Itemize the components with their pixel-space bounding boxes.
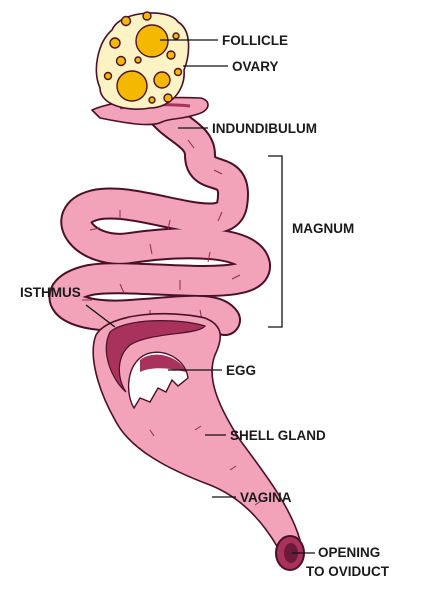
label-ovary: OVARY [232, 59, 279, 74]
follicle-medium [154, 72, 170, 88]
label-opening-line1: OPENING [318, 545, 380, 560]
label-follicle: FOLLICLE [222, 33, 288, 48]
label-opening-line2: TO OVIDUCT [306, 564, 390, 579]
follicle-large-top [136, 25, 168, 57]
ovary [96, 12, 188, 109]
magnum-tube [64, 110, 255, 320]
label-vagina: VAGINA [240, 490, 292, 505]
magnum-bracket [268, 156, 282, 327]
follicle-large-bottom [117, 71, 147, 101]
label-egg: EGG [226, 363, 256, 378]
label-isthmus: ISTHMUS [20, 285, 81, 300]
label-shell-gland: SHELL GLAND [230, 428, 326, 443]
label-infundibulum: INDUNDIBULUM [212, 121, 317, 136]
label-magnum: MAGNUM [292, 221, 354, 236]
